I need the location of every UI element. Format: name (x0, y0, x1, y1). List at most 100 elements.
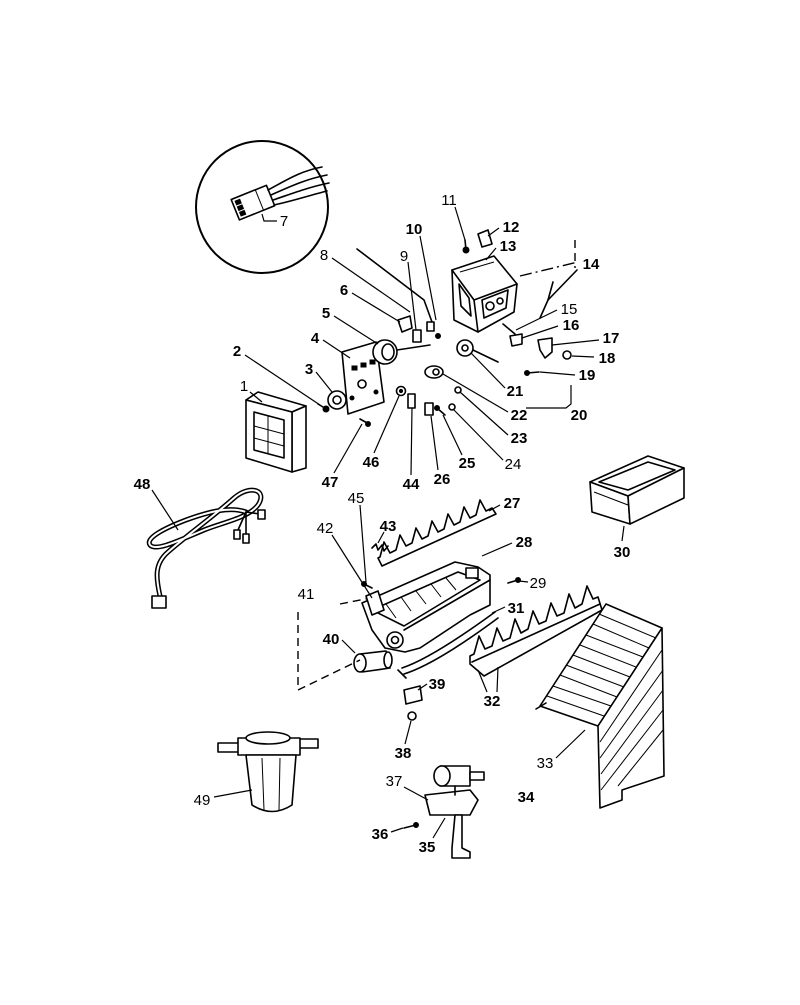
label-part-5: 5 (322, 305, 330, 322)
filter-fitting-left (217, 742, 241, 753)
leader-44 (410, 407, 413, 476)
label-part-19: 19 (579, 367, 596, 384)
leader-47 (333, 423, 363, 474)
leader-38 (404, 720, 412, 745)
filter-body (245, 754, 297, 813)
leader-48 (151, 489, 179, 531)
label-part-34: 34 (518, 789, 535, 806)
part-36-drawing (403, 822, 419, 829)
part-46-drawing (395, 385, 407, 397)
mold-tab (465, 567, 479, 579)
label-part-42: 42 (317, 520, 334, 537)
knob-inner (332, 395, 342, 405)
inset-circle (195, 140, 329, 274)
harness-terminal (257, 509, 266, 520)
filter-fitting-right (297, 738, 319, 749)
mold-boss-hole (390, 635, 400, 645)
valve-outlet (469, 771, 485, 781)
rod (502, 323, 516, 335)
part-number-labels: 1 2 3 4 5 6 7 8 9 10 11 12 13 14 15 16 1… (134, 192, 631, 856)
label-part-12: 12 (503, 219, 520, 236)
label-part-2: 2 (233, 343, 241, 360)
clip (477, 229, 493, 248)
label-part-22: 22 (511, 407, 528, 424)
part-32-drawing (469, 585, 603, 677)
heater-terminal (397, 669, 407, 679)
label-part-48: 48 (134, 476, 151, 493)
part-6-drawing (397, 315, 413, 333)
rack-rod (617, 729, 664, 787)
part-30-drawing (589, 455, 685, 525)
part-44-drawing (407, 393, 416, 409)
label-part-3: 3 (305, 361, 313, 378)
leader-42 (331, 534, 373, 599)
leader-5 (333, 315, 379, 345)
label-part-35: 35 (419, 839, 436, 856)
leader-8 (331, 257, 411, 313)
mold-divider (430, 583, 442, 598)
harness-terminal (242, 533, 250, 544)
leader-18 (571, 355, 595, 358)
rack-rod (600, 689, 664, 775)
harness-cable-core (148, 489, 262, 597)
rack-lip (535, 702, 547, 710)
part-11-drawing (462, 239, 470, 254)
bracket-dashed (297, 659, 361, 691)
motor-face (381, 343, 395, 361)
part-26-drawing (424, 402, 434, 416)
part-28-drawing (361, 561, 491, 653)
valve-coil-end (433, 765, 451, 787)
cover-line (253, 437, 285, 447)
connector-ridge (254, 189, 265, 211)
leader-45 (359, 504, 367, 583)
part-18-drawing (562, 350, 572, 360)
block (424, 402, 434, 416)
connector-wire (273, 190, 328, 206)
rack-rod (552, 685, 612, 707)
label-part-13: 13 (500, 238, 517, 255)
label-part-11: 11 (441, 192, 457, 209)
label-part-14: 14 (583, 256, 600, 273)
clamp (403, 685, 423, 705)
filter-rib (261, 757, 265, 811)
leader-23 (459, 391, 509, 436)
label-part-16: 16 (563, 317, 580, 334)
lever (397, 315, 413, 333)
label-part-49: 49 (194, 792, 211, 809)
label-part-28: 28 (516, 534, 533, 551)
label-part-43: 43 (380, 518, 397, 535)
label-part-29: 29 (530, 575, 547, 592)
filter-rib (278, 757, 281, 811)
washer (448, 403, 456, 411)
rack-front (597, 627, 665, 809)
part-43-drawing (371, 543, 389, 552)
part-22-drawing (424, 365, 444, 379)
leader-46 (373, 395, 400, 454)
leader-9 (407, 261, 417, 331)
leader-30 (621, 525, 625, 542)
label-part-4: 4 (311, 330, 320, 347)
washer (454, 386, 462, 394)
bin-side (627, 467, 685, 525)
part-5-drawing (372, 339, 431, 365)
mold-divider (415, 590, 427, 605)
leader-4 (322, 339, 351, 359)
screw-head (434, 405, 440, 411)
leader-37 (403, 786, 429, 801)
leader-39 (417, 683, 428, 691)
connector-pin (234, 198, 242, 206)
heater-rod (401, 611, 496, 669)
label-part-36: 36 (372, 826, 389, 843)
ring-hole (398, 388, 404, 394)
bin-cavity (598, 461, 676, 491)
rack-rod (559, 674, 618, 698)
label-part-38: 38 (395, 745, 412, 762)
rack-rod (565, 664, 625, 688)
rack-rod (572, 654, 631, 678)
label-part-41: 41 (298, 586, 315, 603)
label-part-31: 31 (508, 600, 525, 617)
connector-wire (267, 166, 323, 191)
leader-3 (315, 371, 333, 393)
switch-pin (435, 333, 441, 339)
spring (371, 543, 389, 552)
